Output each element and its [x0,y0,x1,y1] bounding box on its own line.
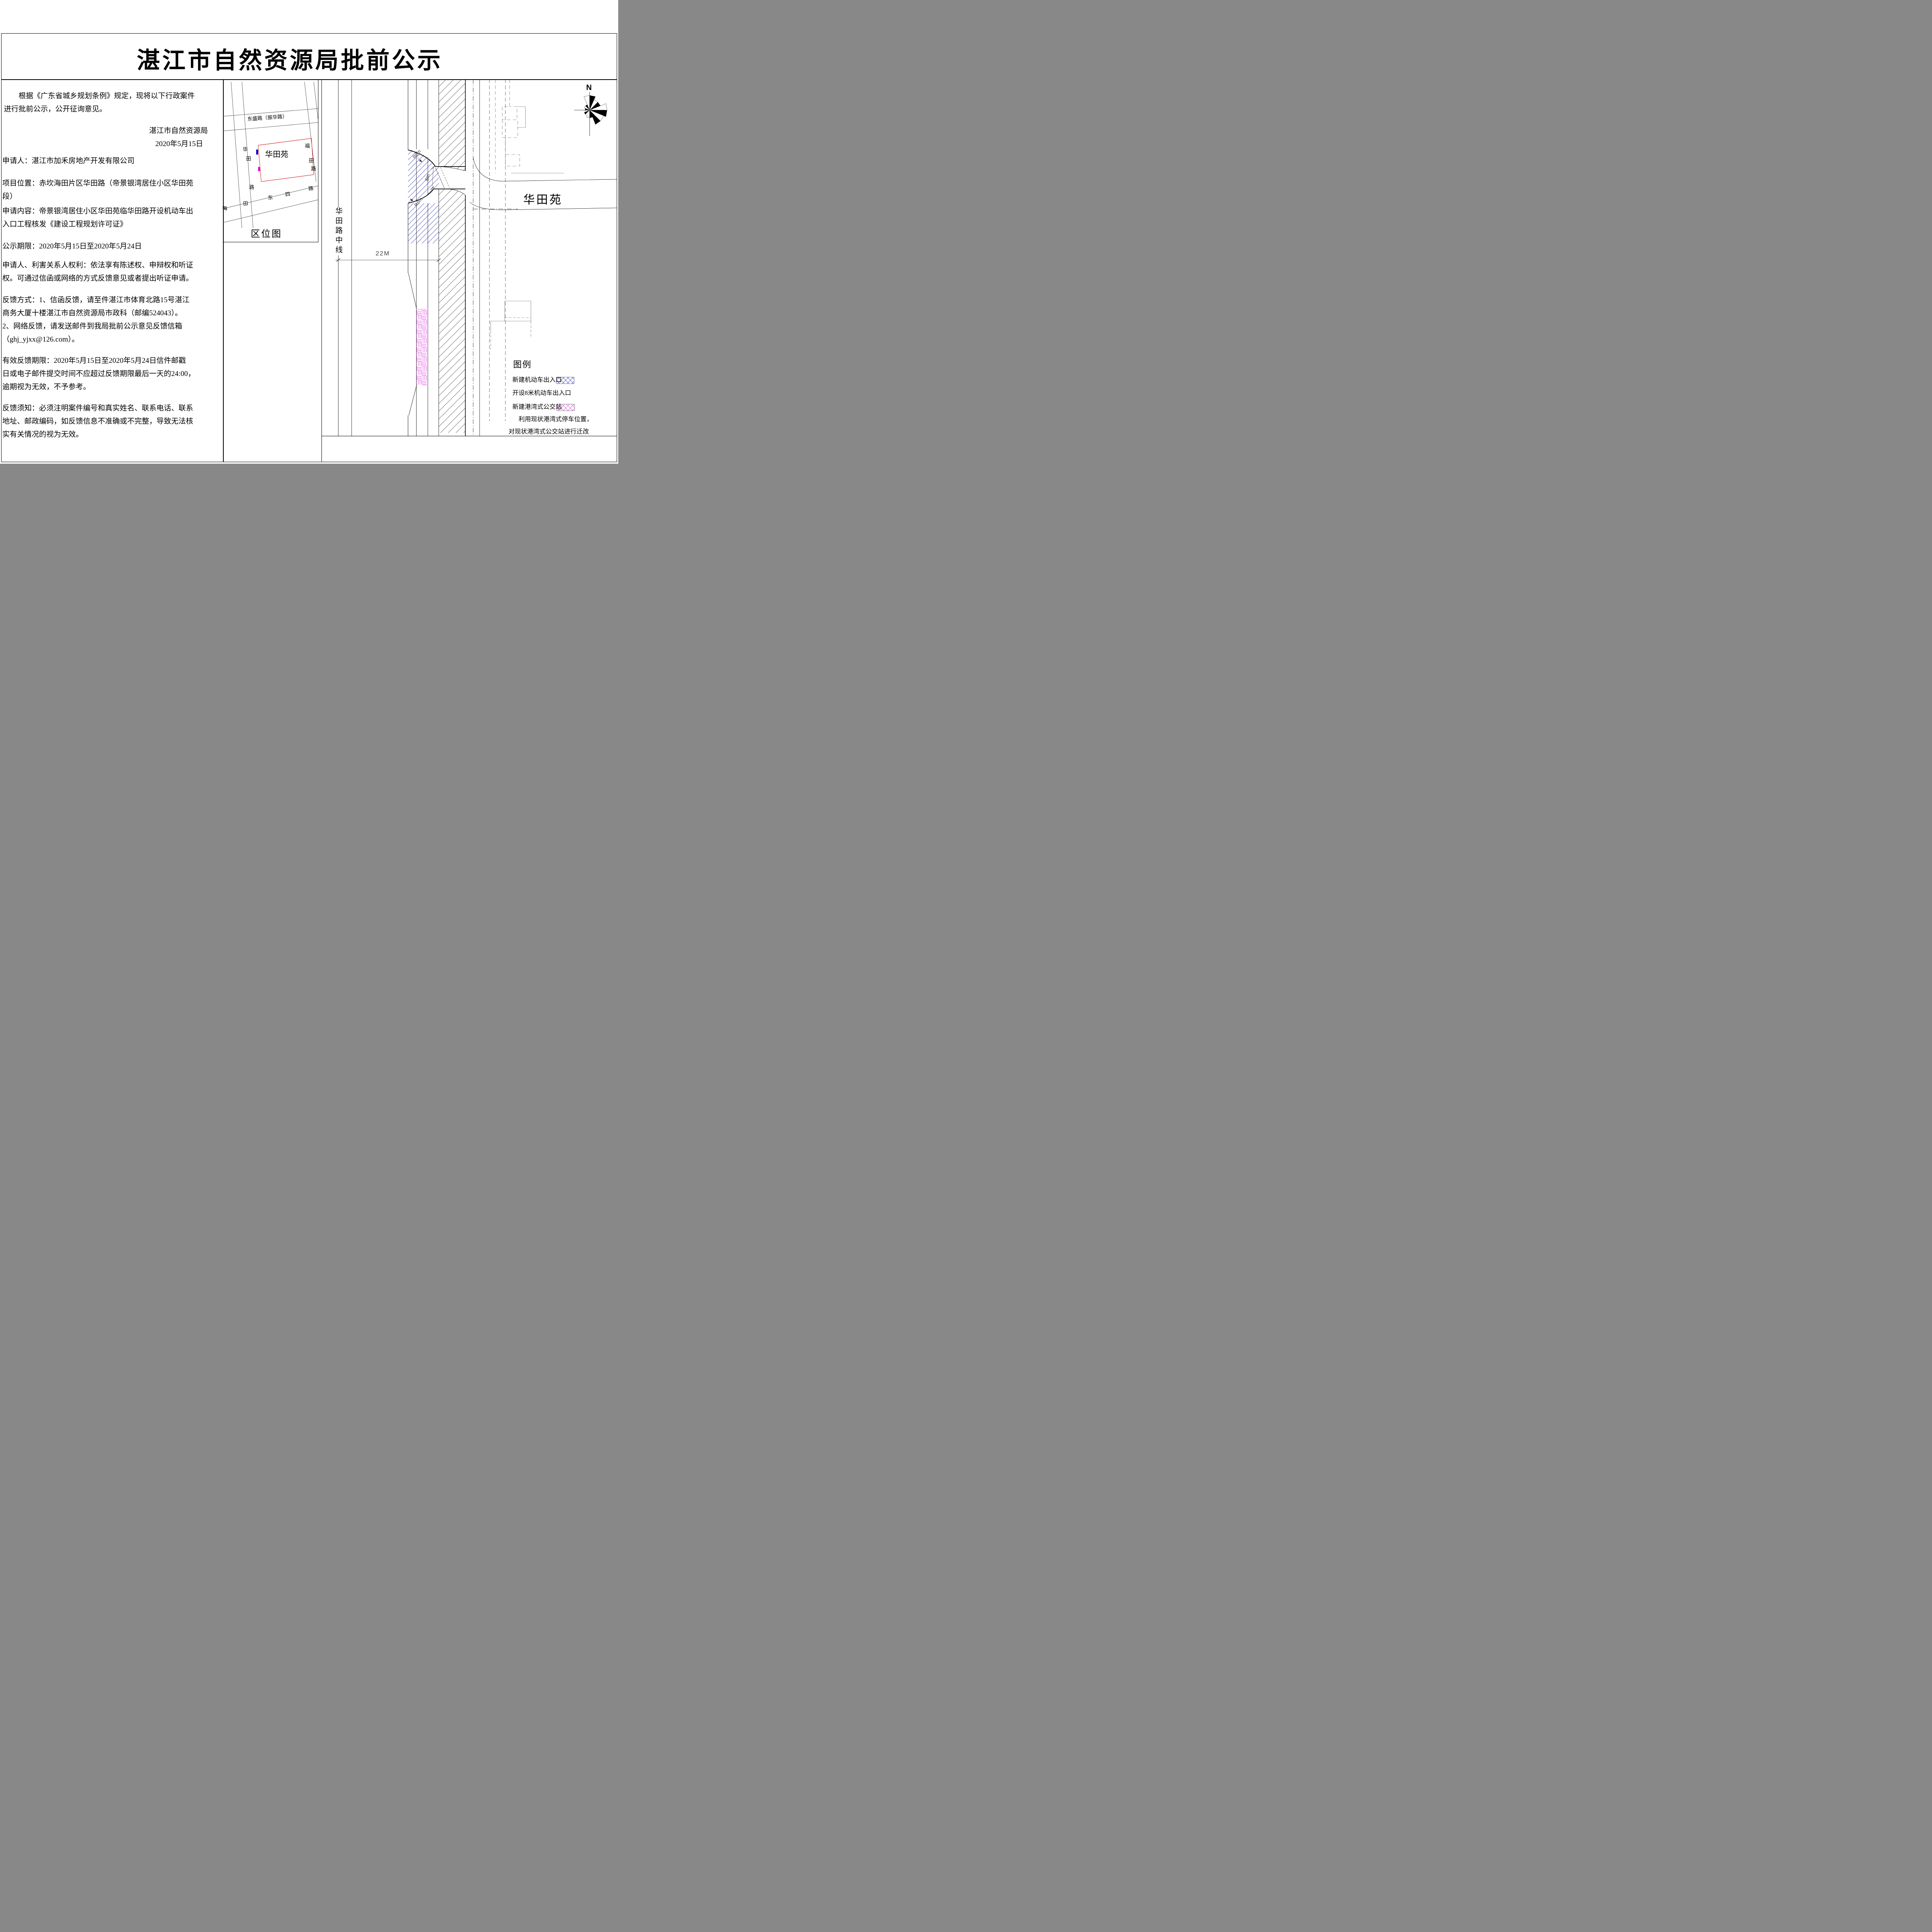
notice-applicant: 申请人：湛江市加禾房地产开发有限公司 [2,157,135,165]
existing-wall-band-top [439,79,466,171]
map-road-haitian-char2: 田 [243,200,248,207]
notice-rights: 申请人、利害关系人权利：依法享有陈述权、申辩权和听证 权。可通过信函或网络的方式… [2,261,194,282]
new-bus-bay-hatch-area [416,309,427,386]
notice-sheet: 湛江市自然资源局批前公示 根据《广东省城乡规划条例》规定，现将以下行政案件 进行… [0,0,618,464]
driveway-flare-bottom [408,189,439,203]
legend-swatch-new-entrance [556,377,575,384]
building-southeast [490,301,531,350]
legend-item-use-existing-bay: 利用现状港湾式停车位置， [519,416,593,423]
map-road-futian-char1: 福 [305,143,310,149]
plan-road-centerline-label: 华田路中线 [334,207,342,255]
map-estate-label: 华田苑 [265,150,288,159]
map-road-haitian-char1: 海 [222,205,228,212]
notice-content: 申请内容：帝景银湾居住小区华田苑临华田路开设机动车出 入口工程核发《建设工程规划… [2,207,194,228]
north-arrow-icon [574,92,607,136]
map-road-haitian-char4: 四 [285,191,291,197]
notice-valid-period: 有效反馈期限：2020年5月15日至2020年5月24日信件邮戳 日或电子邮件提… [2,357,196,391]
map-road-huatian-char3: 路 [249,184,255,190]
dimension-8m [430,165,435,190]
buildings-northeast [495,80,564,173]
plan-estate-label: 华田苑 [523,194,563,206]
dimension-22m [335,258,441,262]
road-lines [338,79,506,436]
legend-swatch-bus-bay [556,404,575,411]
plan-panel-divider [321,79,322,462]
notice-issuer: 湛江市自然资源局 [149,127,208,135]
notice-notes: 反馈须知：必须注明案件编号和真实姓名、联系电话、联系 地址、邮政编码，如反馈信息… [2,404,194,439]
notice-date: 2020年5月15日 [155,140,203,148]
notice-feedback: 反馈方式：1、信函反馈，请至件湛江市体育北路15号湛江 商务大厦十楼湛江市自然资… [2,296,190,344]
legend-title: 图例 [513,360,532,369]
notice-period: 公示期限：2020年5月15日至2020年5月24日 [2,242,142,250]
sheet-border [1,33,617,462]
driveway-flare-top [408,149,439,167]
map-road-haitian-char3: 东 [267,194,273,201]
map-road-haitian-char5: 路 [308,185,314,192]
notice-intro: 根据《广东省城乡规划条例》规定，现将以下行政案件 进行批前公示，公开征询意见。 [4,92,195,113]
map-caption: 区位图 [251,229,282,239]
title-divider [1,79,617,80]
location-map-roads [223,82,318,228]
map-road-huatian-char1: 华 [243,146,248,152]
radius-leaders [410,157,423,203]
location-map-site-boundary [256,138,314,182]
existing-wall-band-bottom [439,189,466,433]
entrance-curb-returns [408,150,466,204]
map-road-huatian-char2: 田 [246,156,252,162]
north-label: N [586,83,592,92]
page-title: 湛江市自然资源局批前公示 [137,48,443,73]
map-road-futian-char2: 田 [309,158,314,163]
notice-location: 项目位置：赤坎海田片区华田路（帝景银湾居住小区华田苑 段） [2,179,194,201]
map-entrance-marker-blue [256,150,258,155]
legend-item-open-8m-entrance: 开设8米机动车出入口 [512,390,571,396]
bus-bay [408,273,427,416]
east-west-road [469,157,617,210]
map-busstop-marker-magenta [258,167,260,171]
gate-construction-marks [435,167,450,189]
plan-dim-22m-label: 22M [376,250,390,257]
site-plan-graphics [223,79,617,436]
legend-item-relocate-bus-stop: 对现状港湾式公交站进行迁改 [509,429,589,435]
map-road-futian-char3: 路 [311,166,316,172]
legend-item-new-bus-bay: 新建港湾式公交站 [512,404,562,410]
legend-item-new-entrance: 新建机动车出入口 [512,377,562,383]
text-panel-divider [223,79,224,462]
